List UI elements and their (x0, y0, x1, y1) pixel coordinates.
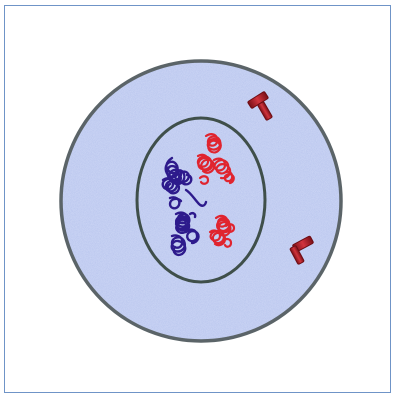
cell-diagram (0, 0, 397, 399)
